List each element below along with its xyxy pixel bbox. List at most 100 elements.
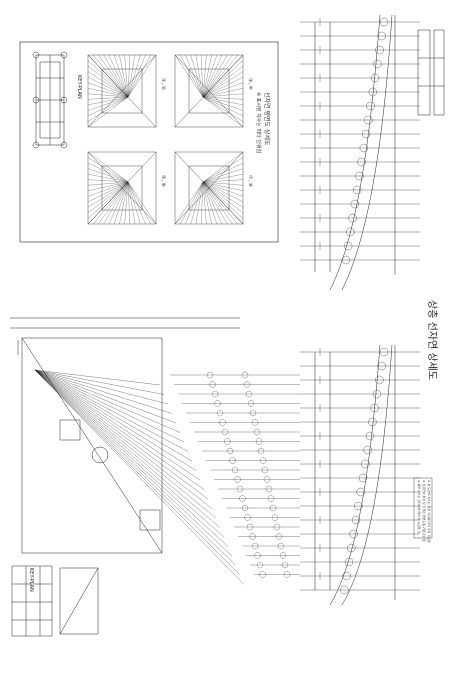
drawing-line <box>202 65 244 98</box>
drawing-line <box>202 181 244 214</box>
drawing-line <box>202 181 244 197</box>
drawing-line <box>87 60 129 98</box>
inset-title: 선자연 평면도 상세도 <box>263 92 270 146</box>
drawing-circle <box>377 31 386 41</box>
drawing-line <box>202 96 244 128</box>
drawing-line <box>202 54 238 98</box>
drawing-line <box>202 96 244 100</box>
drawing-line <box>202 54 233 98</box>
drawing-line <box>127 181 136 225</box>
drawing-circle <box>277 542 285 550</box>
drawing-line <box>202 181 233 225</box>
drawing-line <box>119 181 129 225</box>
quadrant-label-2: ③, ④ <box>247 78 253 91</box>
drawing-circle <box>350 199 360 209</box>
inset-frame <box>19 41 279 243</box>
drawing-line <box>98 181 129 225</box>
drawing-line <box>87 181 129 191</box>
drawing-circle <box>236 485 244 493</box>
drawing-line <box>180 54 204 98</box>
drawing-line <box>190 54 204 98</box>
drawing-line <box>202 179 244 183</box>
drawing-circle <box>221 428 229 436</box>
drawing-circle <box>348 213 357 223</box>
drawing-circle <box>375 375 384 385</box>
drawing-circle <box>251 419 259 426</box>
drawing-circle <box>247 400 255 407</box>
drawing-line <box>124 181 129 225</box>
drawing-circle <box>344 557 354 567</box>
note-line-1: ※ 본 도면의 치수는 현장 여건에 따라 조정 가능함 <box>427 480 431 543</box>
drawing-circle <box>341 255 351 265</box>
drawing-circle <box>357 157 366 167</box>
drawing-circle <box>269 504 277 512</box>
drawing-line <box>127 54 141 98</box>
drawing-line <box>103 181 129 225</box>
drawing-line <box>87 151 129 183</box>
drawing-line <box>127 181 151 225</box>
drawing-line <box>127 54 146 98</box>
drawing-line <box>34 369 161 386</box>
drawing-circle <box>358 473 368 483</box>
drawing-line <box>202 181 244 186</box>
drawing-circle <box>370 73 380 83</box>
drawing-line <box>87 96 129 122</box>
notes-box <box>413 477 433 539</box>
drawing-circle <box>361 459 370 469</box>
keyplan-top <box>32 51 68 149</box>
drawing-line <box>195 181 204 225</box>
drawing-circle <box>241 371 249 379</box>
drawing-circle <box>254 552 261 559</box>
drawing-circle <box>354 501 363 511</box>
drawing-line <box>34 369 213 509</box>
drawing-circle <box>346 227 355 237</box>
drawing-line <box>202 54 207 98</box>
drawing-circle <box>377 361 386 371</box>
drawing-circle <box>368 87 377 97</box>
drawing-line <box>87 77 129 98</box>
drawing-line <box>34 369 225 538</box>
drawing-line <box>114 181 129 225</box>
quadrant-label-3: ⑤, ⑥ <box>160 175 166 188</box>
drawing-line <box>202 174 244 183</box>
drawing-line <box>202 157 244 183</box>
drawing-circle <box>234 476 241 483</box>
drawing-line <box>87 168 129 183</box>
drawing-line <box>202 181 244 208</box>
drawing-circle <box>253 428 261 436</box>
drawing-line <box>34 369 233 557</box>
drawing-circle <box>256 561 264 569</box>
drawing-line <box>202 60 244 98</box>
drawing-line <box>202 181 212 225</box>
keyplan-top-label: KEY-PLAN <box>76 75 82 99</box>
drawing-line <box>87 179 129 183</box>
sheet-title: 상층 선자연 상세도 <box>426 300 437 380</box>
drawing-line <box>202 54 217 98</box>
drawing-line <box>34 369 181 433</box>
drawing-line <box>34 369 165 395</box>
drawing-line <box>87 96 129 100</box>
drawing-circle <box>259 571 266 578</box>
drawing-circle <box>211 390 219 398</box>
drawing-circle <box>356 487 365 497</box>
drawing-line <box>114 54 129 98</box>
drawing-circle <box>214 400 221 407</box>
drawing-circle <box>249 409 257 417</box>
drawing-line <box>202 96 244 122</box>
drawing-line <box>202 181 228 225</box>
drawing-circle <box>373 59 382 69</box>
drawing-circle <box>342 571 351 581</box>
drawing-circle <box>226 447 234 455</box>
drawing-line <box>202 181 244 191</box>
drawing-circle <box>368 417 377 427</box>
drawing-line <box>108 54 129 98</box>
drawing-line <box>87 162 129 183</box>
drawing-line <box>34 369 237 566</box>
drawing-circle <box>251 542 259 550</box>
drawing-line <box>87 88 129 98</box>
drawing-circle <box>249 533 256 540</box>
drawing-line <box>202 96 244 111</box>
quadrant-label-4: ⑦, ⑧ <box>247 175 253 188</box>
drawing-circle <box>366 101 375 111</box>
drawing-circle <box>255 438 263 445</box>
